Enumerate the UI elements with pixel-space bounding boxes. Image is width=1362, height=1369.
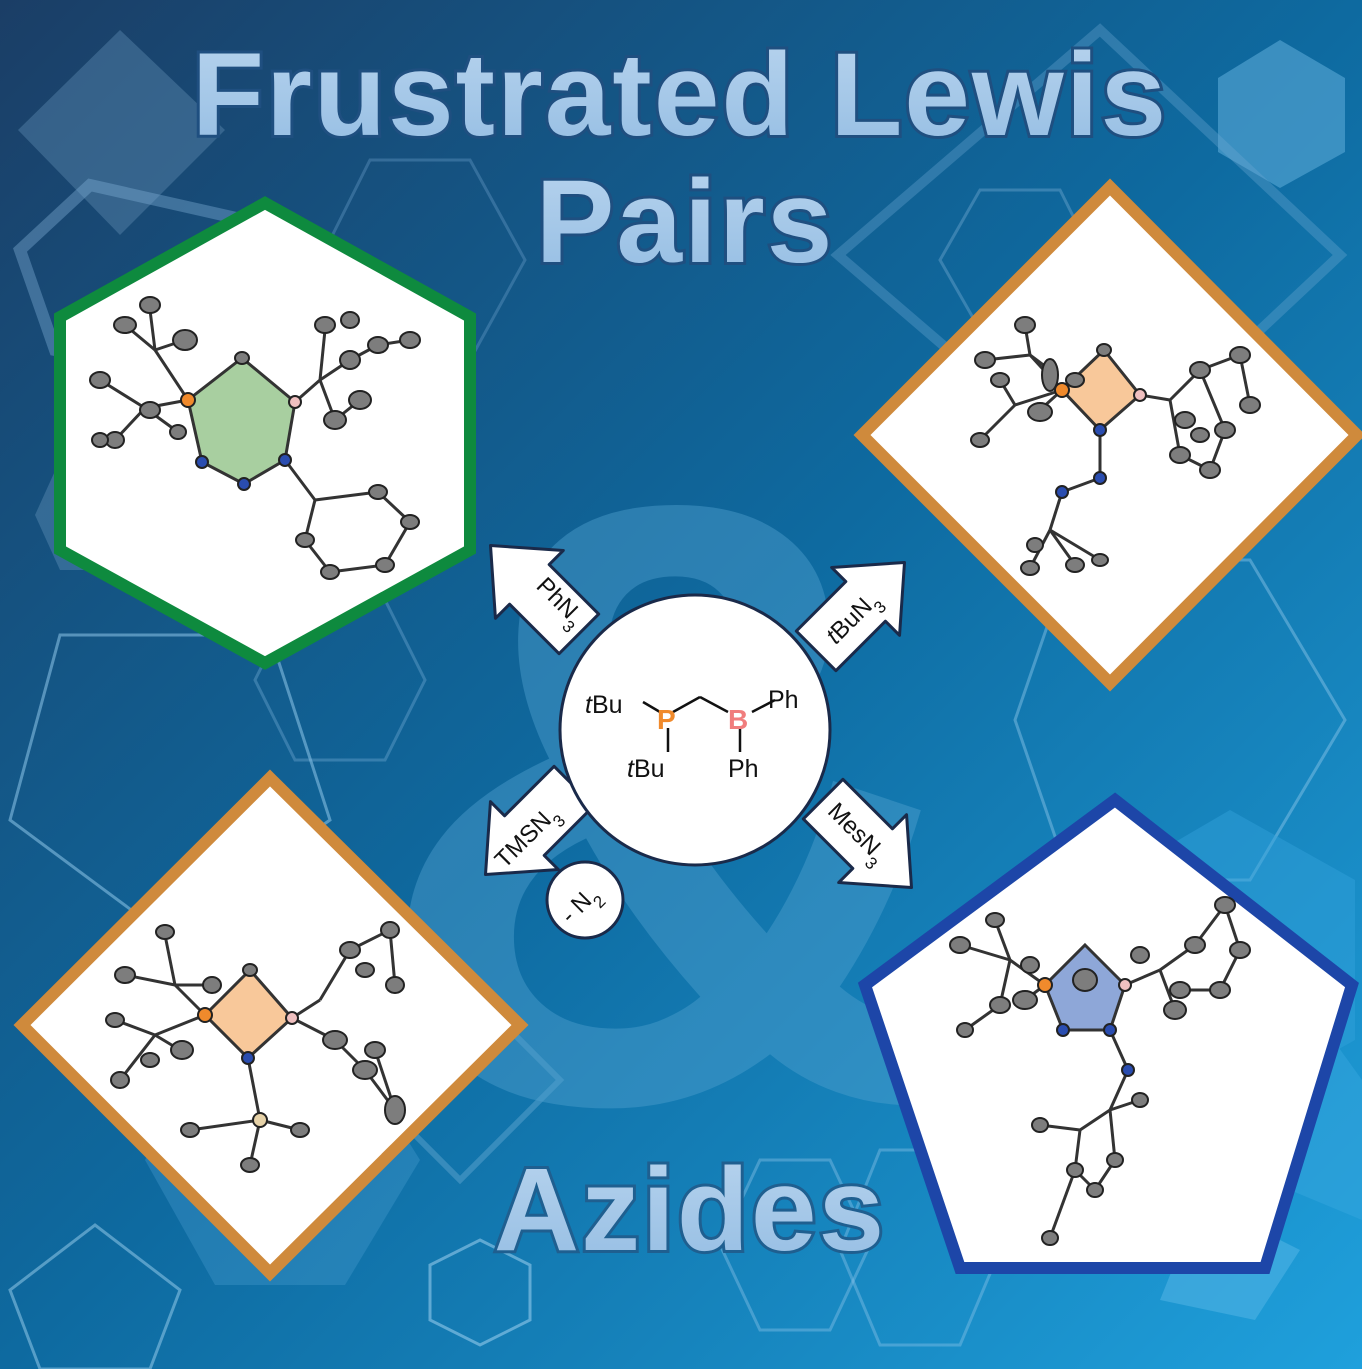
label-ph-right: Ph — [768, 686, 799, 714]
byproduct-n2-bubble: - N2 — [545, 860, 625, 940]
atom-label-p: P — [657, 704, 676, 735]
atom-n-4c — [1121, 1063, 1135, 1077]
atom-n-1b — [237, 477, 251, 491]
product-tmsn3-diamond — [13, 769, 529, 1282]
ortep-atoms-1 — [89, 296, 421, 580]
bond-lines — [642, 695, 776, 752]
atom-n-2c — [1055, 485, 1069, 499]
atom-b-3 — [285, 1011, 299, 1025]
arrow-tmsn3 — [484, 764, 596, 876]
atom-p-4 — [1037, 977, 1053, 993]
ortep-atoms-3 — [105, 921, 406, 1173]
atom-n-2a — [1093, 423, 1107, 437]
atom-b-1 — [288, 395, 302, 409]
center-reagent: tBu P B Ph tBu Ph — [558, 593, 832, 867]
atom-n-4a — [1056, 1023, 1070, 1037]
ortep-atoms-4 — [949, 896, 1251, 1246]
atom-n-1a — [195, 455, 209, 469]
atom-label-b: B — [728, 704, 748, 735]
atom-n-2b — [1093, 471, 1107, 485]
atom-n-1c — [278, 453, 292, 467]
label-ph-down: Ph — [728, 755, 759, 783]
atom-p-2 — [1054, 382, 1070, 398]
atom-n-4b — [1103, 1023, 1117, 1037]
label-tbu-left: tBu — [585, 691, 623, 719]
product-phn3-hexagon — [54, 196, 476, 670]
ortep-atoms-2 — [970, 316, 1261, 576]
product-tbun3-diamond — [853, 178, 1362, 692]
label-tbu-down: tBu — [627, 755, 665, 783]
arrow-mesn3 — [801, 777, 913, 889]
atom-p-1 — [180, 392, 196, 408]
title-line-2: Pairs — [536, 156, 835, 288]
arrow-phn3 — [489, 544, 601, 656]
atom-p-3 — [197, 1007, 213, 1023]
atom-b-4 — [1118, 978, 1132, 992]
atom-si-3 — [252, 1112, 268, 1128]
arrow-tbun3 — [794, 561, 906, 673]
atom-n-3 — [241, 1051, 255, 1065]
title-line-1: Frustrated Lewis — [192, 29, 1168, 161]
atom-b-2 — [1133, 388, 1147, 402]
product-mesn3-pentagon — [857, 792, 1359, 1274]
title-bottom: Azides — [494, 1144, 886, 1276]
